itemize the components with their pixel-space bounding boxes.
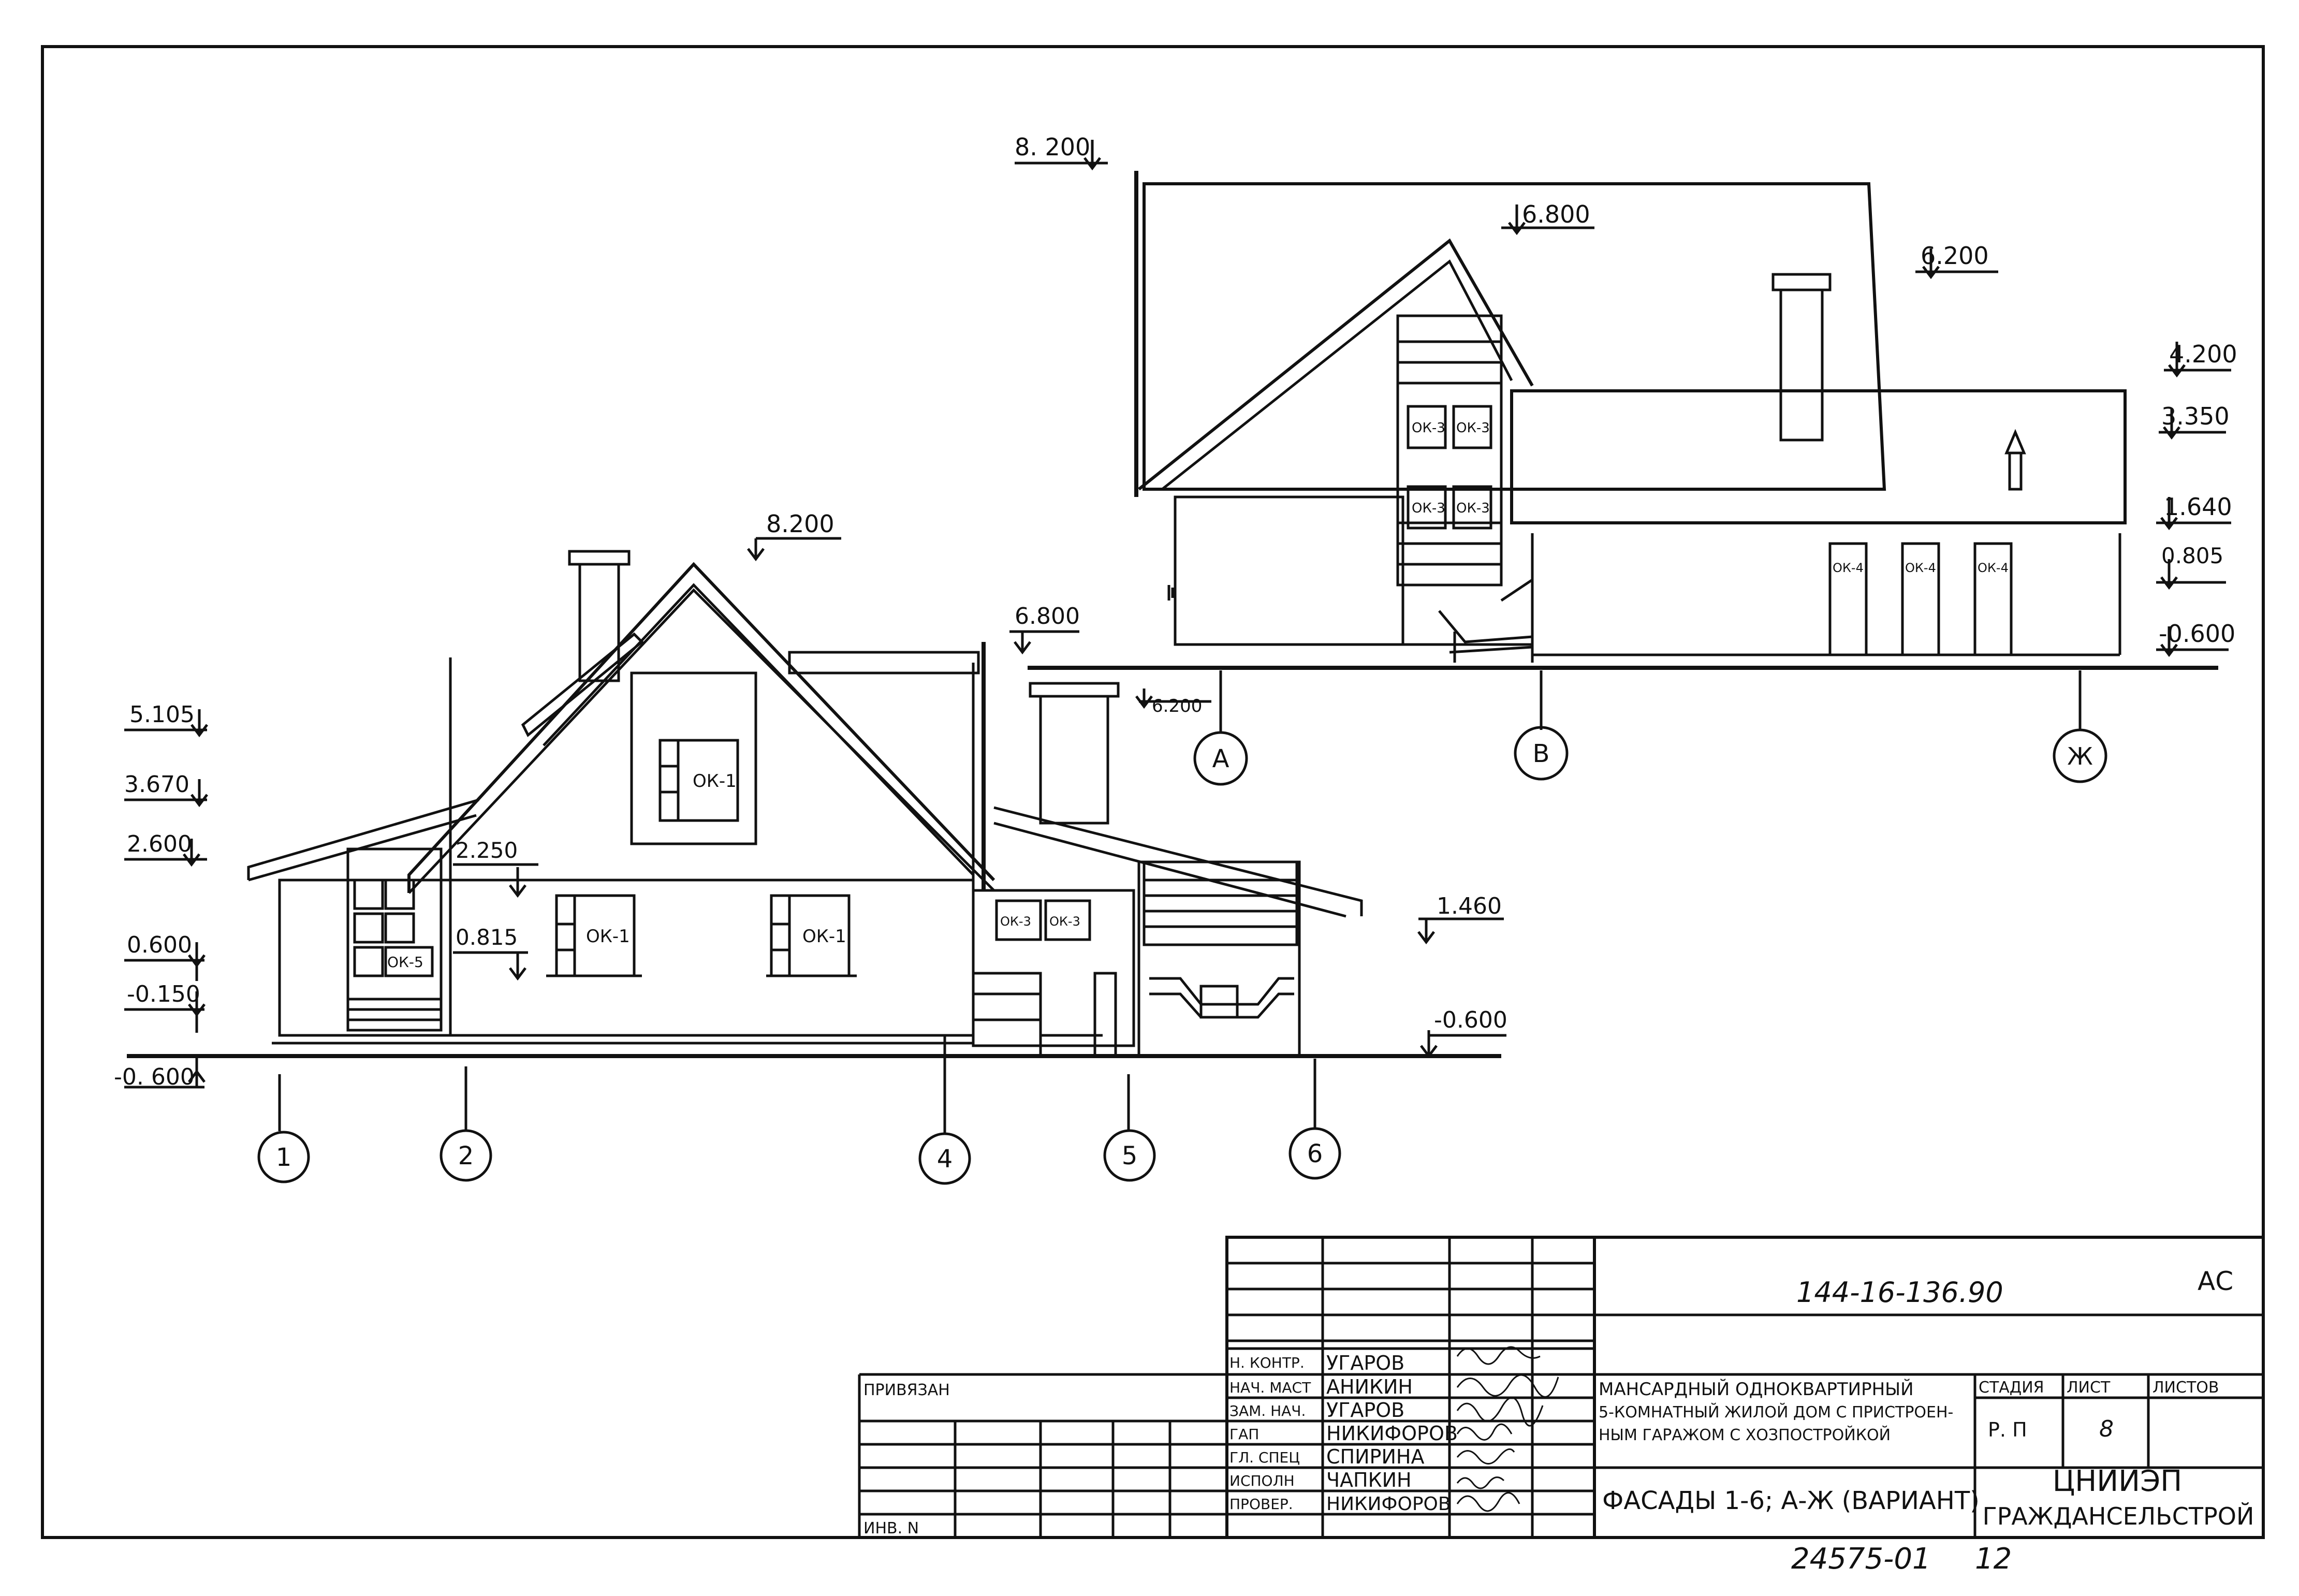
level-4200: 4.200 (2169, 340, 2237, 368)
role-n-kontr: Н. КОНТР. (1229, 1354, 1305, 1371)
name-gl-spec: СПИРИНА (1326, 1445, 1424, 1468)
window-garage-a: ОК-4 (1833, 561, 1864, 575)
level-3350: 3.350 (2161, 402, 2230, 430)
archive-number: 24575-01 (1791, 1542, 1931, 1576)
level-2600: 2.600 (127, 831, 192, 857)
axis-b-circle (1514, 726, 1569, 781)
front-elevation (124, 537, 1506, 1134)
level-roof-top-front: 8.200 (766, 510, 834, 538)
side-axis-markers: А В Ж (1193, 726, 2107, 786)
axis-2-circle (440, 1129, 492, 1182)
role-prover: ПРОВЕР. (1229, 1496, 1293, 1513)
axis-a-circle (1193, 731, 1248, 786)
sheets-label: ЛИСТОВ (2152, 1379, 2219, 1397)
window-right-ok1: ОК-1 (802, 926, 846, 947)
axis-1-circle (257, 1131, 310, 1183)
level-1460: 1.460 (1437, 893, 1502, 919)
level-2250: 2.250 (456, 838, 518, 863)
level-chimney-base: 6.200 (1152, 696, 1202, 716)
org-name-1: ЦНИИЭП (2053, 1465, 2183, 1498)
axis-6-label: 6 (1307, 1139, 1323, 1168)
page-number: 12 (1975, 1542, 2012, 1576)
project-line-3: НЫМ ГАРАЖОМ С ХОЗПОСТРОЙКОЙ (1599, 1426, 1891, 1444)
title-block (858, 1236, 2265, 1539)
sheet-label: ЛИСТ (2067, 1379, 2111, 1397)
role-gap: ГАП (1229, 1426, 1259, 1443)
window-lower-a: ОК-3 (1412, 501, 1445, 516)
axis-4-circle (918, 1132, 971, 1185)
axis-1-label: 1 (276, 1143, 292, 1172)
attached-label: ПРИВЯЗАН (863, 1381, 950, 1399)
level-5105: 5.105 (129, 701, 195, 728)
side-elevation-labels: 8. 200 6.800 6.200 4.200 3.350 1.640 0.8… (1015, 133, 2237, 648)
name-nach-mast: АНИКИН (1326, 1375, 1413, 1398)
level-gable-top: 6.800 (1522, 200, 1590, 228)
side-elevation (1015, 140, 2231, 733)
axis-2-label: 2 (458, 1141, 474, 1170)
axis-a-label: А (1212, 744, 1229, 773)
level-0805: 0.805 (2161, 543, 2223, 568)
project-line-1: МАНСАРДНЫЙ ОДНОКВАРТИРНЫЙ (1599, 1379, 1914, 1400)
level-3670: 3.670 (124, 771, 189, 798)
axis-6-circle (1288, 1127, 1341, 1180)
window-annex-ok3-b: ОК-3 (1049, 914, 1080, 929)
window-side-ok5: ОК-5 (387, 954, 423, 971)
project-line-2: 5-КОМНАТНЫЙ ЖИЛОЙ ДОМ С ПРИСТРОЕН- (1599, 1403, 1953, 1422)
window-upper-b: ОК-3 (1456, 420, 1490, 436)
axis-4-label: 4 (937, 1145, 953, 1174)
name-n-kontr: УГАРОВ (1326, 1352, 1404, 1374)
sheet-title: ФАСАДЫ 1-6; А-Ж (ВАРИАНТ) (1602, 1486, 1980, 1515)
level-0600: 0.600 (127, 932, 192, 958)
name-gap: НИКИФОРОВ (1326, 1422, 1458, 1445)
drawing-section: АС (2198, 1266, 2233, 1296)
level-ridge-right: 6.800 (1015, 603, 1080, 629)
sheet-frame (41, 45, 2265, 1539)
window-annex-ok3-a: ОК-3 (1000, 914, 1031, 929)
axis-5-circle (1103, 1129, 1156, 1182)
title-block-text: 144-16-136.90 АС ПРИВЯЗАН ИНВ. N Н. КОНТ… (863, 1266, 2254, 1576)
stage-value: Р. П (1988, 1418, 2027, 1441)
window-lower-b: ОК-3 (1456, 501, 1490, 516)
role-nach-mast: НАЧ. МАСТ (1229, 1379, 1311, 1396)
level-1640: 1.640 (2164, 493, 2232, 521)
level-ground-left: -0. 600 (114, 1064, 195, 1090)
front-axis-markers: 1 2 4 5 6 (257, 1127, 1341, 1185)
front-elevation-labels: 8.200 6.800 6.200 5.105 3.670 2.600 2.25… (114, 510, 1507, 1090)
stage-label: СТАДИЯ (1979, 1379, 2044, 1397)
role-gl-spec: ГЛ. СПЕЦ (1229, 1449, 1300, 1466)
level-m0150: -0.150 (127, 981, 200, 1007)
inv-label: ИНВ. N (863, 1519, 919, 1538)
level-roof-top-side: 8. 200 (1015, 133, 1090, 161)
level-ground-side: -0.600 (2159, 620, 2235, 648)
role-ispoln: ИСПОЛН (1229, 1472, 1295, 1489)
window-upper-a: ОК-3 (1412, 420, 1445, 436)
name-prover: НИКИФОРОВ (1326, 1493, 1451, 1515)
axis-5-label: 5 (1122, 1141, 1138, 1170)
window-garage-c: ОК-4 (1978, 561, 2009, 575)
org-name-2: ГРАЖДАНСЕЛЬСТРОЙ (1983, 1502, 2254, 1530)
signature-marks (1456, 1346, 1559, 1512)
window-attic-ok1: ОК-1 (693, 771, 737, 792)
name-ispoln: ЧАПКИН (1326, 1469, 1412, 1491)
level-ground-right: -0.600 (1434, 1007, 1507, 1033)
name-zam-nach: УГАРОВ (1326, 1399, 1404, 1422)
sheet-value: 8 (2099, 1416, 2114, 1442)
axis-zh-label: Ж (2067, 742, 2093, 770)
level-annex-roof: 6.200 (1921, 242, 1989, 270)
level-0815: 0.815 (456, 925, 518, 950)
axis-b-label: В (1533, 739, 1550, 768)
window-left-ok1: ОК-1 (586, 926, 630, 947)
drawing-code: 144-16-136.90 (1796, 1276, 2003, 1309)
axis-zh-circle (2053, 728, 2107, 783)
window-garage-b: ОК-4 (1905, 561, 1936, 575)
role-zam-nach: ЗАМ. НАЧ. (1229, 1402, 1306, 1419)
